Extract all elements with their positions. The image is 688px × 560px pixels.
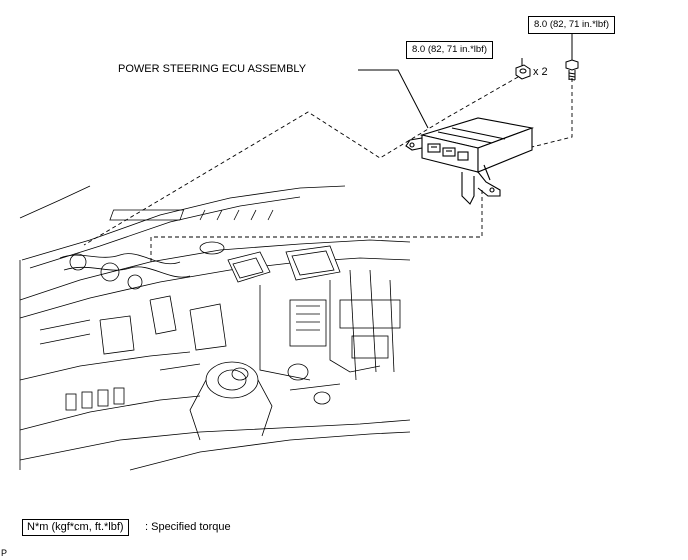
bolt-icon bbox=[565, 59, 579, 81]
label-leader-line bbox=[358, 69, 429, 129]
nut-torque-spec: 8.0 (82, 71 in.*lbf) bbox=[406, 41, 493, 59]
legend-units-box: N*m (kgf*cm, ft.*lbf) bbox=[22, 519, 129, 536]
dashed-leaders bbox=[83, 76, 573, 265]
nut-icon bbox=[515, 64, 531, 80]
ecu-assembly-icon bbox=[405, 117, 535, 205]
corner-mark: P bbox=[1, 548, 8, 558]
nut-quantity-label: x 2 bbox=[533, 66, 548, 78]
bolt-torque-spec: 8.0 (82, 71 in.*lbf) bbox=[528, 16, 615, 34]
legend-description: : Specified torque bbox=[145, 521, 231, 533]
component-label: POWER STEERING ECU ASSEMBLY bbox=[118, 63, 307, 75]
dashboard-drawing bbox=[19, 185, 411, 471]
